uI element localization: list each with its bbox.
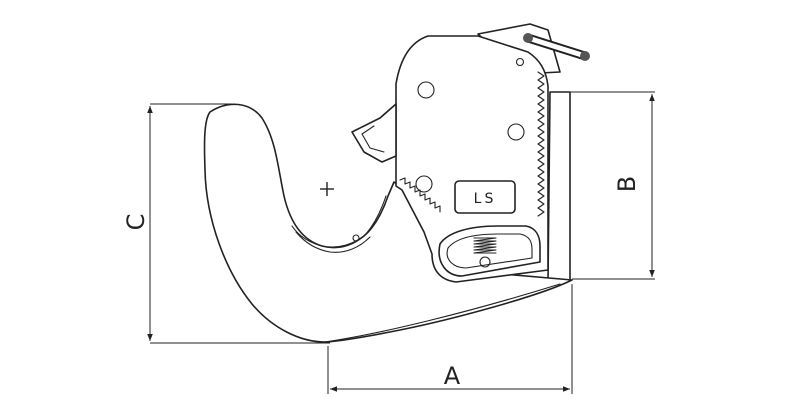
lock-pin-icon: [523, 33, 590, 61]
latch-tongue-inner: [361, 125, 385, 153]
throat-inner-line: [291, 195, 387, 249]
mount-hole-right: [507, 123, 525, 141]
dimension-a-label: A: [444, 362, 461, 390]
spring-pin: [479, 256, 491, 268]
ls-plate: [454, 180, 516, 214]
mount-hole-top: [417, 81, 435, 99]
serrated-edge-right: [537, 71, 545, 217]
dimension-a: A: [327, 284, 573, 394]
ls-plate-label: LS: [474, 191, 497, 207]
serrated-edge-left: [399, 177, 441, 213]
spring-icon: [473, 237, 497, 254]
dimension-b: B: [570, 91, 655, 280]
hook-body: [203, 103, 573, 343]
dimension-c: C: [122, 103, 330, 344]
throat-inner-line-2: [295, 231, 371, 253]
dimension-c-label: C: [122, 214, 150, 231]
rear-plate: [547, 91, 571, 283]
center-cross-icon: [320, 182, 334, 196]
latch-housing: [395, 35, 549, 283]
hook-lower-edge: [324, 283, 561, 343]
dimension-b-label: B: [613, 176, 641, 192]
spring-compartment-inner: [446, 233, 533, 269]
small-hole-top: [515, 57, 525, 67]
throat-rivet: [352, 234, 360, 242]
latch-tongue: [351, 103, 397, 163]
mount-hole-left: [415, 175, 433, 193]
